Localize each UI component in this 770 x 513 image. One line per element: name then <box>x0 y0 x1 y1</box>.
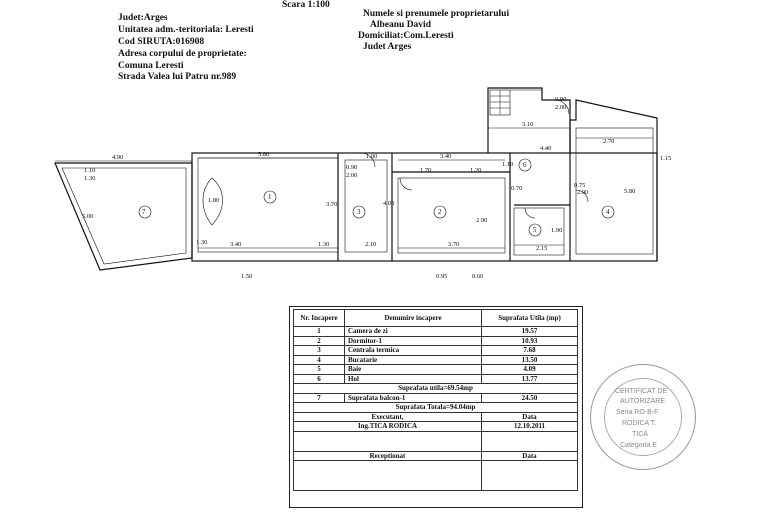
rooms-table-box: Nr. Incapere Denumire incapere Suprafata… <box>289 306 583 508</box>
svg-text:2.00: 2.00 <box>555 104 566 111</box>
svg-text:3.40: 3.40 <box>230 241 241 248</box>
header-suprafata: Suprafata Utila (mp) <box>481 309 578 327</box>
svg-text:1.10: 1.10 <box>84 167 95 174</box>
svg-text:3.10: 3.10 <box>522 121 533 128</box>
svg-text:2.00: 2.00 <box>346 172 357 179</box>
svg-text:1.15: 1.15 <box>660 155 671 162</box>
scale-label: Scara 1:100 <box>282 0 330 10</box>
svg-text:2.15: 2.15 <box>536 245 547 252</box>
svg-text:0.75: 0.75 <box>574 182 585 189</box>
balcony-outline <box>54 162 193 271</box>
header-nr: Nr. Incapere <box>293 309 345 327</box>
room-1-number: 1 <box>268 193 272 201</box>
room-3-number: 3 <box>357 208 361 216</box>
svg-text:1.10: 1.10 <box>502 161 513 168</box>
svg-text:5.80: 5.80 <box>258 151 269 158</box>
svg-text:1.70: 1.70 <box>420 167 431 174</box>
svg-text:1.80: 1.80 <box>208 197 219 204</box>
judet-line: Judet:Arges <box>118 13 168 23</box>
svg-text:5.00: 5.00 <box>82 213 93 220</box>
room-5-number: 5 <box>533 226 537 234</box>
svg-text:4.00: 4.00 <box>383 200 394 207</box>
svg-text:1.20: 1.20 <box>470 167 481 174</box>
adresa-line: Adresa corpului de proprietate: <box>118 49 247 59</box>
header-denumire: Denumire incapere <box>344 309 482 327</box>
comuna-line: Comuna Leresti <box>118 61 184 71</box>
room-6-number: 6 <box>523 161 527 169</box>
svg-text:5.80: 5.80 <box>624 188 635 195</box>
siruta-line: Cod SIRUTA:016908 <box>118 37 205 47</box>
owner-judet: Judet Arges <box>363 42 412 52</box>
room-2-number: 2 <box>438 208 442 216</box>
executant-row: Executant,Data <box>293 411 578 422</box>
svg-text:1.30: 1.30 <box>318 241 329 248</box>
stamp-text: AUTORIZARE <box>620 398 665 405</box>
owner-label: Numele si prenumele proprietarului <box>363 9 510 19</box>
unitatea-line: Unitatea adm.-teritoriala: Leresti <box>118 25 254 35</box>
owner-domiciliu: Domiciliat:Com.Leresti <box>358 31 454 41</box>
floor-plan: 7 1 3 2 4 5 6 4.90 5.00 5.80 3.70 3.40 1… <box>54 87 671 280</box>
room-7-number: 7 <box>142 208 146 216</box>
suprafata-utila-row: Suprafata utila=69.54mp <box>293 383 578 394</box>
owner-name: Albeanu David <box>370 20 431 30</box>
stamp-text: Seria RO-B-F <box>616 409 659 416</box>
svg-text:1.30: 1.30 <box>196 239 207 246</box>
svg-text:1.90: 1.90 <box>551 227 562 234</box>
svg-text:0.70: 0.70 <box>511 185 522 192</box>
svg-text:1.30: 1.30 <box>84 175 95 182</box>
rooms-table: Nr. Incapere Denumire incapere Suprafata… <box>293 309 578 491</box>
stamp-text: TICA <box>632 431 648 438</box>
svg-text:1.00: 1.00 <box>366 153 377 160</box>
svg-text:4.90: 4.90 <box>112 154 123 161</box>
svg-text:2.70: 2.70 <box>603 138 614 145</box>
svg-text:0.60: 0.60 <box>472 273 483 280</box>
certificate-stamp-inner <box>604 378 682 456</box>
svg-text:0.90: 0.90 <box>555 96 566 103</box>
svg-text:2.00: 2.00 <box>577 189 588 196</box>
svg-text:2.90: 2.90 <box>476 217 487 224</box>
stamp-text: Categoria E <box>620 442 657 449</box>
svg-text:4.40: 4.40 <box>540 145 551 152</box>
svg-text:2.10: 2.10 <box>365 241 376 248</box>
svg-text:0.95: 0.95 <box>436 273 447 280</box>
strada-line: Strada Valea lui Patru nr.989 <box>118 72 237 82</box>
svg-text:0.90: 0.90 <box>346 164 357 171</box>
room-4-number: 4 <box>606 208 610 216</box>
suprafata-totala-row: Suprafata Totala=94.04mp <box>293 402 578 413</box>
svg-text:3.70: 3.70 <box>326 201 337 208</box>
stamp-text: CERTIFICAT DE <box>615 388 668 395</box>
svg-text:3.40: 3.40 <box>440 153 451 160</box>
stamp-text: RODICA T. <box>622 420 657 427</box>
svg-text:3.70: 3.70 <box>448 241 459 248</box>
svg-text:1.50: 1.50 <box>241 273 252 280</box>
certificate-stamp <box>590 364 696 470</box>
